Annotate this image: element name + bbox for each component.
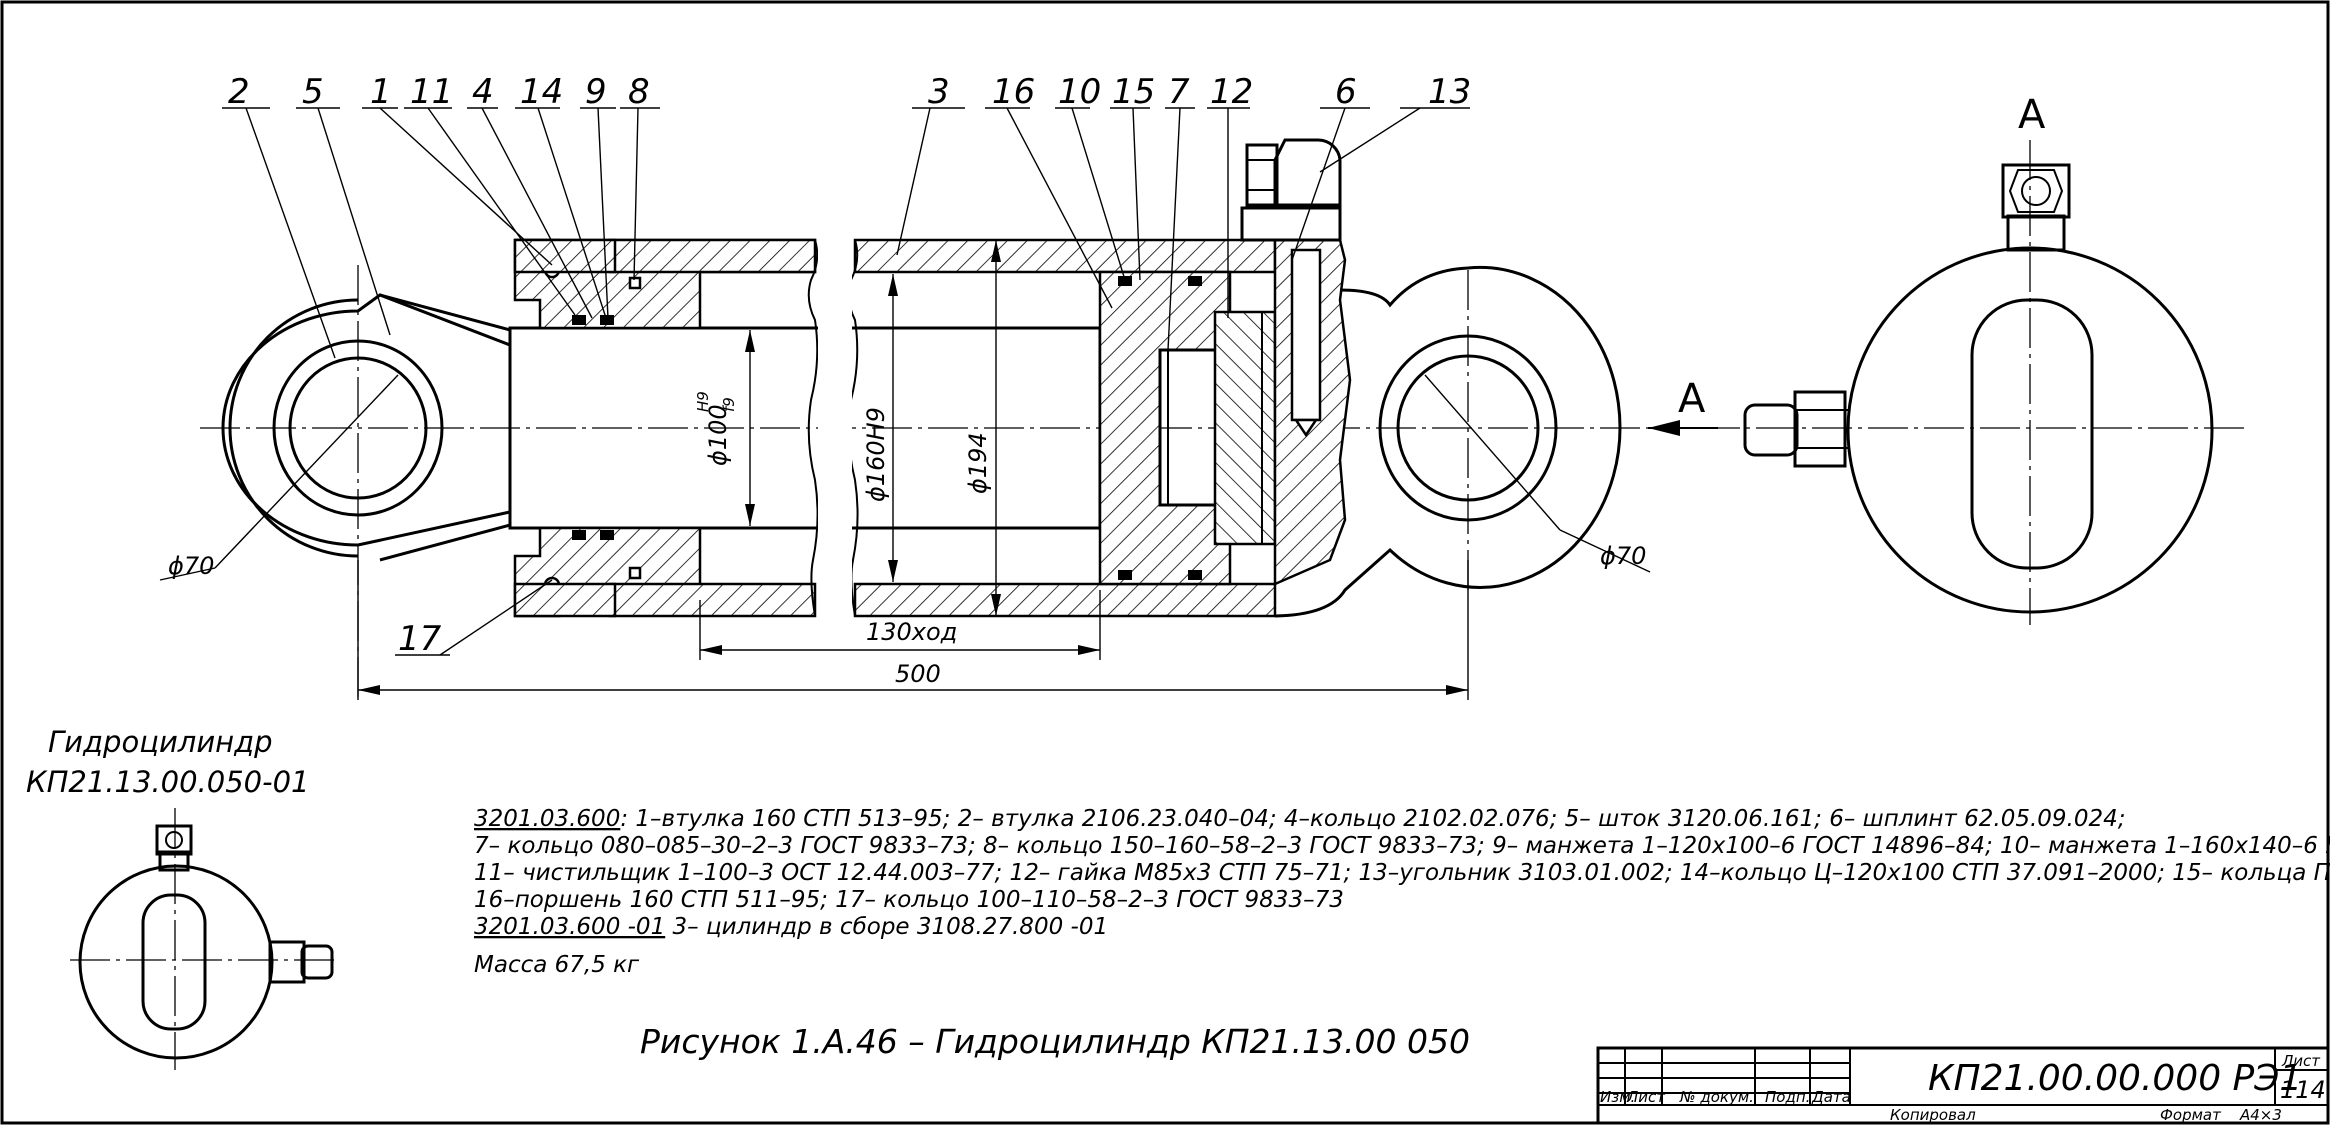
rod-eye (214, 265, 512, 700)
dim-length: 500 (895, 660, 941, 688)
tb-designation: КП21.00.00.000 РЭ1 (1928, 1058, 2302, 1099)
callout-13: 13 (1428, 72, 1471, 112)
callout-7: 7 (1168, 72, 1190, 112)
barrel (513, 236, 1277, 621)
view-a-arrow-label: A (1678, 376, 1706, 422)
tb-col-data: Дата (1811, 1088, 1851, 1106)
variant-01: Гидроцилиндр КП21.13.00.050-01 (26, 725, 335, 1070)
parts-legend: 3201.03.600: 1–втулка 160 СТП 513–95; 2–… (474, 806, 2330, 978)
dim-rod-fit-bottom: f9 (720, 397, 738, 412)
tb-copied: Копировал (1890, 1106, 1976, 1124)
callouts: 2 5 1 11 4 14 9 8 3 16 10 15 7 12 6 13 1… (228, 72, 1471, 659)
dimension-texts: ϕ70 ϕ70 130ход 500 ϕ100 H9 f9 ϕ160H9 ϕ19… (168, 391, 1646, 688)
legend-line2: 7– кольцо 080–085–30–2–3 ГОСТ 9833–73; 8… (474, 833, 2330, 859)
cylinder-section: 2 5 1 11 4 14 9 8 3 16 10 15 7 12 6 13 1… (159, 72, 1718, 700)
dim-eye-right: ϕ70 (1600, 542, 1646, 570)
legend-line5-code: 3201.03.600 -01 (474, 914, 665, 940)
callout-17: 17 (398, 619, 442, 659)
legend-line3: 11– чистильщик 1–100–3 ОСТ 12.44.003–77;… (474, 860, 2330, 886)
callout-16: 16 (992, 72, 1035, 112)
tb-format-value: А4×3 (2239, 1106, 2282, 1124)
rear-head (1240, 138, 1352, 586)
callout-1: 1 (370, 72, 392, 112)
legend-line1-text: : 1–втулка 160 СТП 513–95; 2– втулка 210… (620, 806, 2125, 832)
variant-title-line2: КП21.13.00.050-01 (26, 765, 309, 799)
nut (1213, 310, 1285, 546)
tb-sheet-label: Лист (2281, 1052, 2321, 1070)
legend-line1: 3201.03.600: 1–втулка 160 СТП 513–95; 2–… (474, 806, 2126, 832)
title-block: Изм. Лист № докум. Подп. Дата КП21.00.00… (1596, 1046, 2330, 1125)
callout-10: 10 (1058, 72, 1101, 112)
variant-title-line1: Гидроцилиндр (48, 725, 273, 759)
callout-8: 8 (628, 72, 650, 112)
tb-format-label: Формат (2160, 1106, 2222, 1124)
dimension-lines (159, 240, 1469, 700)
tb-col-doc: № докум. (1679, 1088, 1754, 1106)
callout-9: 9 (585, 72, 607, 112)
leader-lines (222, 107, 1470, 656)
callout-15: 15 (1112, 72, 1155, 112)
tb-col-list: Лист (1626, 1088, 1666, 1106)
tb-sheet-number: 114 (2280, 1076, 2326, 1104)
callout-12: 12 (1210, 72, 1253, 112)
callout-6: 6 (1335, 72, 1357, 112)
dim-stroke: 130ход (866, 618, 957, 646)
callout-2: 2 (228, 72, 250, 112)
callout-14: 14 (520, 72, 563, 112)
dim-outer-diameter: ϕ194 (964, 432, 992, 494)
figure-caption: Рисунок 1.А.46 – Гидроцилиндр КП21.13.00… (640, 1022, 1470, 1061)
dim-eye-left: ϕ70 (168, 552, 214, 580)
dim-rod-diameter: ϕ100 (704, 404, 732, 466)
tb-col-izm: Изм. (1600, 1088, 1635, 1106)
dim-rod-fit-top: H9 (694, 391, 712, 412)
callout-4: 4 (472, 72, 494, 112)
tb-col-podp: Подп. (1765, 1088, 1810, 1106)
legend-mass: Масса 67,5 кг (474, 952, 640, 978)
clevis-eye (1274, 265, 1651, 618)
legend-line4: 16–поршень 160 СТП 511–95; 17– кольцо 10… (474, 887, 1344, 913)
callout-5: 5 (302, 72, 324, 112)
dim-bore-diameter: ϕ160H9 (862, 407, 890, 502)
view-a: A (1700, 92, 2245, 625)
legend-line1-code: 3201.03.600 (474, 806, 620, 832)
callout-11: 11 (410, 72, 453, 112)
callout-3: 3 (928, 72, 950, 112)
legend-line5: 3201.03.600 -01 3– цилиндр в сборе 3108.… (474, 914, 1108, 940)
view-a-title: A (2018, 92, 2046, 138)
legend-line5-text: 3– цилиндр в сборе 3108.27.800 -01 (665, 914, 1108, 940)
